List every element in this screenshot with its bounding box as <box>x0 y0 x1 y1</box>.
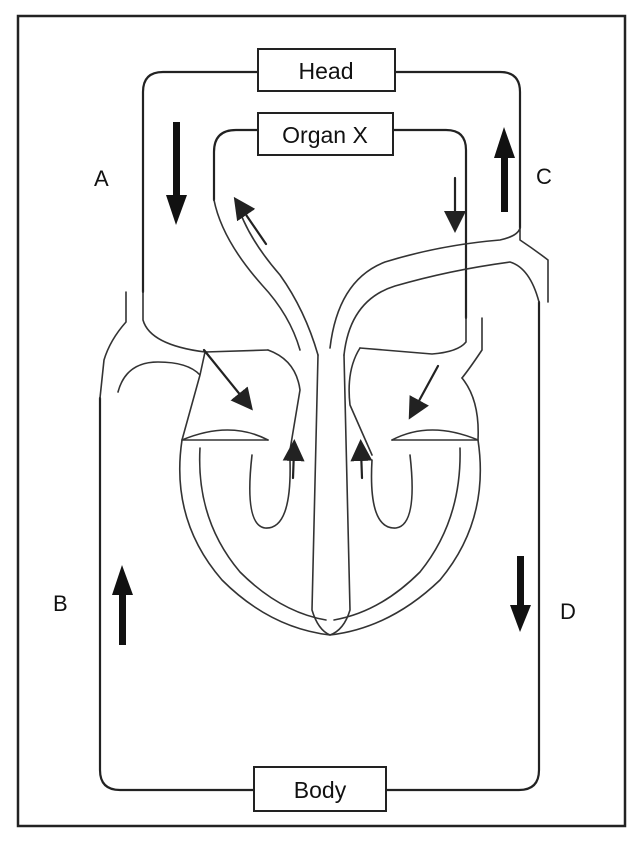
arrow-right-ventricle-up <box>293 450 294 478</box>
right-ventricle <box>250 455 290 528</box>
vena-cava <box>100 292 268 440</box>
organ-x-vein <box>360 318 482 378</box>
organ-x-box: Organ X <box>258 113 393 155</box>
arrow-c-up <box>494 127 515 212</box>
arrow-into-left-atrium <box>414 366 438 410</box>
body-box: Body <box>254 767 386 811</box>
aorta <box>330 228 548 355</box>
label-c: C <box>536 164 552 189</box>
arrow-into-right-atrium <box>204 350 246 402</box>
right-atrium-wall <box>182 350 300 450</box>
head-box: Head <box>258 49 395 91</box>
body-loop-vessel <box>100 302 539 790</box>
head-loop-vessel <box>143 72 520 292</box>
organ-x-artery <box>214 200 318 355</box>
arrow-d-down <box>510 556 531 632</box>
head-label: Head <box>299 58 354 84</box>
left-ventricle <box>372 455 413 528</box>
heart-outline <box>180 378 481 635</box>
arrow-left-ventricle-up <box>361 450 362 478</box>
body-label: Body <box>294 777 347 803</box>
heart-septum <box>312 355 350 635</box>
left-atrium-wall <box>349 348 478 455</box>
label-b: B <box>53 591 68 616</box>
arrow-a-down <box>166 122 187 225</box>
organ-x-label: Organ X <box>282 122 368 148</box>
label-d: D <box>560 599 576 624</box>
label-a: A <box>94 166 109 191</box>
arrow-b-up <box>112 565 133 645</box>
